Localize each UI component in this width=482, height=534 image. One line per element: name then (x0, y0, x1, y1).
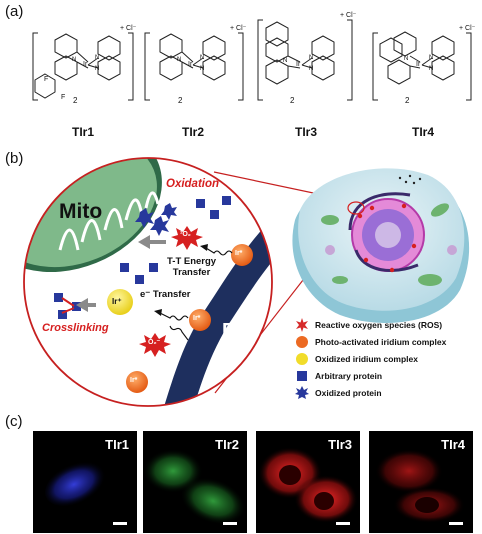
micrograph-label-tir3: TIr3 (328, 437, 352, 452)
micrograph-tir4: TIr4 (369, 431, 473, 533)
panel-label-a: (a) (5, 3, 24, 20)
structure-tir3 (257, 19, 353, 101)
ir-atom-tir4: Ir (416, 61, 421, 68)
panel-label-b: (b) (5, 150, 24, 167)
micrograph-tir1: TIr1 (33, 431, 137, 533)
micrograph-label-tir4: TIr4 (441, 437, 465, 452)
oxidized-ir-circle (107, 289, 133, 315)
ir-star-1: Ir* (235, 250, 243, 257)
panel-label-c: (c) (5, 413, 23, 430)
n-atom-tir3a: N (283, 58, 288, 64)
scale-bar (336, 522, 350, 525)
ir-atom-tir1: Ir (83, 61, 88, 68)
micrograph-label-tir1: TIr1 (105, 437, 129, 452)
n-atom-tir1c: N (95, 66, 100, 72)
superoxide-text: O₂⁻ (148, 339, 161, 346)
ir-circle-1 (231, 244, 253, 266)
micrograph-tir3: TIr3 (256, 431, 360, 533)
wavy-arrow-tt (205, 247, 233, 256)
compound-label-tir2: TIr2 (181, 125, 204, 139)
scale-bar (113, 522, 127, 525)
ros-star-superoxide (139, 333, 171, 357)
orange-circle-icon (296, 336, 308, 348)
er-label: ER (222, 320, 250, 342)
ir-atom-tir3: Ir (296, 61, 301, 68)
blue-square-icon (297, 371, 307, 381)
n-atom-tir4a: N (404, 56, 409, 62)
scale-bar (223, 522, 237, 525)
charge-tir3: + Cl⁻ (340, 12, 357, 19)
crosslinking-label: Crosslinking (42, 322, 109, 334)
scheme-svg (23, 157, 470, 407)
subscript-tir4: 2 (405, 96, 410, 105)
ros-star-singlet (171, 226, 203, 250)
n-atom-tir4b: N (429, 55, 434, 61)
n-atom-tir1a: N (72, 57, 77, 63)
scale-bar (449, 522, 463, 525)
subscript-tir1: 2 (73, 96, 78, 105)
n-atom-tir4c: N (429, 66, 434, 72)
cell-illustration (292, 168, 470, 323)
legend-ros: Reactive oxygen species (ROS) (295, 318, 442, 332)
charge-tir4: + Cl⁻ (459, 25, 476, 32)
legend-protein: Arbitrary protein (295, 369, 382, 383)
structures-svg (32, 19, 472, 101)
n-atom-tir2a: N (177, 57, 182, 63)
wavy-arrow-ir (169, 325, 189, 341)
n-atom-tir3c: N (309, 66, 314, 72)
legend-oxidized-protein: Oxidized protein (295, 386, 382, 400)
compound-label-tir3: TIr3 (294, 125, 317, 139)
legend-oxidized-ir: Oxidized iridium complex (295, 352, 418, 366)
n-atom-tir1b: N (95, 55, 100, 61)
ir-atom-tir2: Ir (188, 61, 193, 68)
yellow-circle-icon (296, 353, 308, 365)
structure-tir4 (372, 31, 472, 101)
zoom-circle (23, 157, 273, 407)
n-atom-tir2b: N (200, 55, 205, 61)
charge-tir1: + Cl⁻ (120, 25, 137, 32)
blue-splat-icon (295, 386, 309, 399)
n-atom-tir3b: N (309, 55, 314, 61)
micrograph-tir3-image (256, 431, 360, 533)
structure-tir2 (144, 32, 244, 101)
ir-star-3: Ir* (130, 377, 138, 384)
singlet-oxygen-text: ¹O₂ (180, 231, 191, 238)
crosslinked-protein (54, 293, 81, 319)
micrograph-tir2-image (143, 431, 247, 533)
ir-star-2: Ir* (193, 315, 201, 322)
arbitrary-protein-squares (120, 196, 231, 284)
charge-tir2: + Cl⁻ (230, 25, 247, 32)
subscript-tir3: 2 (290, 96, 295, 105)
er-membrane (160, 210, 272, 406)
mito-label: Mito (59, 200, 103, 223)
legend-photo-ir: Photo-activated iridium complex (295, 335, 446, 349)
oxidized-ir-text: Ir⁺ (112, 297, 122, 306)
oxidation-label: Oxidation (166, 178, 220, 190)
wavy-arrow-e (159, 312, 189, 321)
compound-label-tir1: TIr1 (71, 125, 94, 139)
structure-tir1 (32, 32, 134, 101)
fluorine-1: F (44, 76, 49, 83)
oxidized-protein-splats (135, 203, 177, 236)
ros-star-icon (296, 318, 308, 332)
micrograph-tir4-image (369, 431, 473, 533)
micrograph-tir2: TIr2 (143, 431, 247, 533)
n-atom-tir2c: N (200, 66, 205, 72)
e-transfer-label: e⁻ Transfer (140, 289, 191, 300)
micrograph-label-tir2: TIr2 (215, 437, 239, 452)
compound-label-tir4: TIr4 (411, 125, 434, 139)
ir-circle-3 (126, 371, 148, 393)
ir-circle-2 (189, 309, 211, 331)
micrograph-tir1-image (33, 431, 137, 533)
subscript-tir2: 2 (178, 96, 183, 105)
fluorine-2: F (61, 94, 66, 101)
